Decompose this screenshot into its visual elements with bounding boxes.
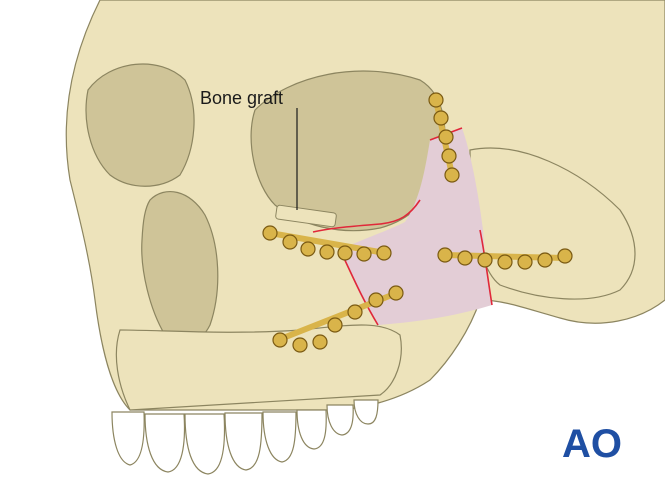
- teeth: [111, 399, 379, 475]
- fracture-line-lateral: [479, 229, 493, 306]
- plate-orbital-rim: [262, 225, 392, 262]
- bone-graft-block: [275, 204, 337, 228]
- bone-graft-label: Bone graft: [200, 88, 284, 108]
- plate-maxillary: [272, 285, 404, 353]
- ao-logo: AO: [562, 422, 622, 466]
- plate-zygomatic: [437, 247, 573, 270]
- left-orbit: [85, 63, 195, 187]
- plate-upper-vertical: [428, 92, 460, 183]
- maxilla: [115, 324, 402, 411]
- fracture-line-orbit: [312, 199, 421, 233]
